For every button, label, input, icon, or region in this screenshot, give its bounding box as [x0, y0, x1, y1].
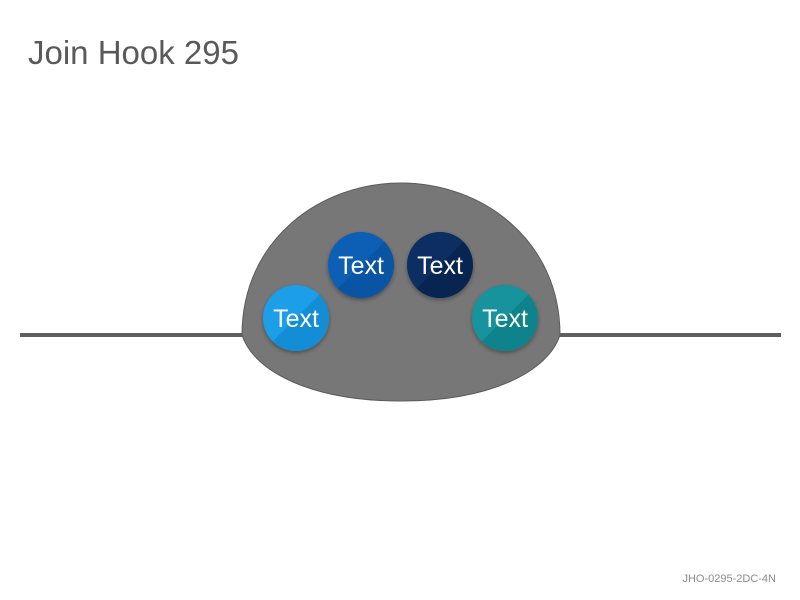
item-circle-shade: [337, 241, 395, 299]
item-circle-label: Text: [417, 252, 463, 280]
item-circle-4: Text: [472, 285, 538, 351]
item-circle-shade: [481, 294, 538, 351]
item-circle-label: Text: [273, 305, 319, 333]
item-circle-shade: [416, 241, 473, 299]
item-circle-3: Text: [407, 232, 473, 299]
footer-code: JHO-0295-2DC-4N: [682, 573, 776, 585]
item-circle-label: Text: [482, 305, 528, 333]
item-circle-label: Text: [338, 252, 384, 280]
item-circle-1: Text: [263, 285, 330, 352]
item-circle-2: Text: [328, 232, 395, 299]
page-title: Join Hook 295: [28, 34, 239, 71]
dome-shape: [241, 182, 561, 402]
item-circle-shade: [272, 294, 330, 352]
